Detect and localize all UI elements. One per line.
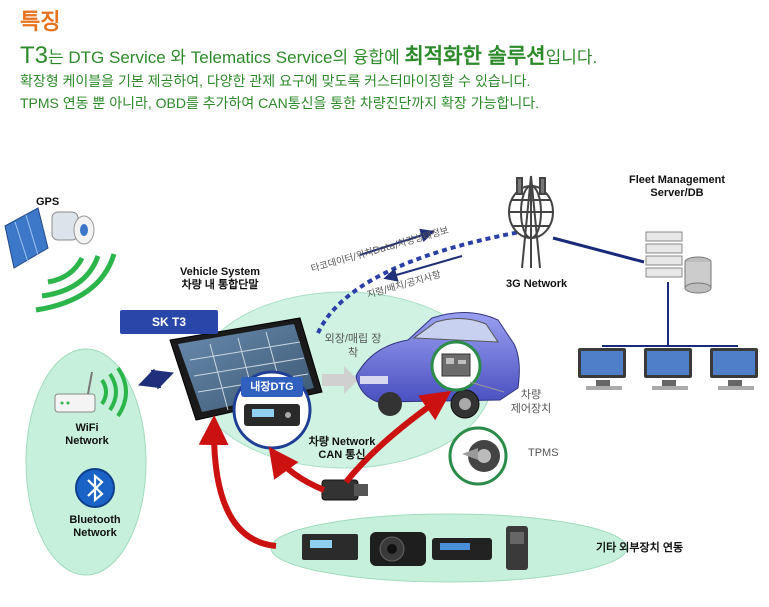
pc-monitor-icon [710,348,758,390]
intro-line-1-emphasis: 최적화한 솔루션 [404,45,546,68]
tire-icon [448,426,508,486]
tpms-label: TPMS [528,447,559,459]
wifi-label: WiFi Network [56,422,118,448]
intro-text: T3는 DTG Service 와 Telematics Service의 융합… [20,44,760,114]
mount-label: 외장/매립 장착 [324,333,382,359]
external-devices-label: 기타 외부장치 연동 [596,542,684,554]
obd-connector-icon [321,479,368,501]
vehicle-system-label-line2: 차량 내 통합단말 [181,279,259,291]
mount-arrow [322,366,358,394]
bluetooth-label-line1: Bluetooth [69,514,121,526]
satellite-icon [4,207,95,269]
external-device-2-icon [370,532,426,566]
fleet-label-line1: Fleet Management [629,174,725,186]
can-label: 차량 Network CAN 통신 [302,436,382,462]
control-unit-label: 차량 제어장치 [505,388,557,416]
bluetooth-icon [75,468,115,508]
server-icon [645,231,712,294]
can-link-to-dtg [268,446,326,493]
external-device-4-icon [506,526,528,570]
sk-t3-badge: SK T3 [120,310,218,334]
wifi-signal-icon [100,366,128,418]
wifi-label-line1: WiFi [75,422,99,434]
control-unit-pointer [469,381,505,393]
external-device-1-icon [302,534,358,560]
pc-monitor-icon [644,348,692,390]
network-3g-label: 3G Network [506,278,568,290]
can-label-line2: CAN 통신 [318,449,366,461]
uplink-arrow [359,228,435,256]
t3-brand: T3 [20,42,49,69]
cell-tower-icon [508,175,554,269]
intro-line-1-part2: 입니다. [545,48,598,67]
gps-label: GPS [36,196,60,208]
external-device-3-icon [432,538,492,560]
control-unit-label-line1: 차량 [520,389,542,401]
dtg-badge: 내장DTG [241,377,303,397]
pc-monitor-icon [578,348,626,390]
wifi-router-icon [54,371,96,413]
fleet-label-line2: Server/DB [650,187,704,199]
can-label-line1: 차량 Network [308,436,376,448]
downlink-arrow [383,255,463,282]
section-heading: 특징 [20,9,61,34]
control-unit-label-line2: 제어장치 [510,403,552,415]
bluetooth-label-line2: Network [73,527,117,539]
intro-line-3: TPMS 연동 뿐 아니라, OBD를 추가하여 CAN통신을 통한 차량진단까… [20,95,539,111]
intro-line-2: 확장형 케이블을 기본 제공하여, 다양한 관제 요구에 맞도록 커스터마이징할… [20,73,531,89]
vehicle-system-label: Vehicle System 차량 내 통합단말 [170,266,270,292]
external-link-arrow [198,415,277,549]
gps-signal-icon [35,253,117,313]
bubble-wireless [25,348,147,576]
fleet-management-label: Fleet Management Server/DB [620,174,734,200]
wireless-link-arrow [138,368,174,390]
can-link-to-car [343,390,452,484]
wifi-label-line2: Network [65,435,109,447]
control-unit-icon [430,340,482,392]
intro-line-1: T3는 DTG Service 와 Telematics Service의 융합… [20,44,760,70]
bluetooth-label: Bluetooth Network [56,514,134,540]
uplink-label: 타코데이터/위치Data/차량상태정보 [310,224,451,275]
tower-server-link [552,236,645,264]
vehicle-system-label-line1: Vehicle System [179,266,261,278]
intro-line-1-part1: 는 DTG Service 와 Telematics Service의 융합에 [48,48,405,67]
